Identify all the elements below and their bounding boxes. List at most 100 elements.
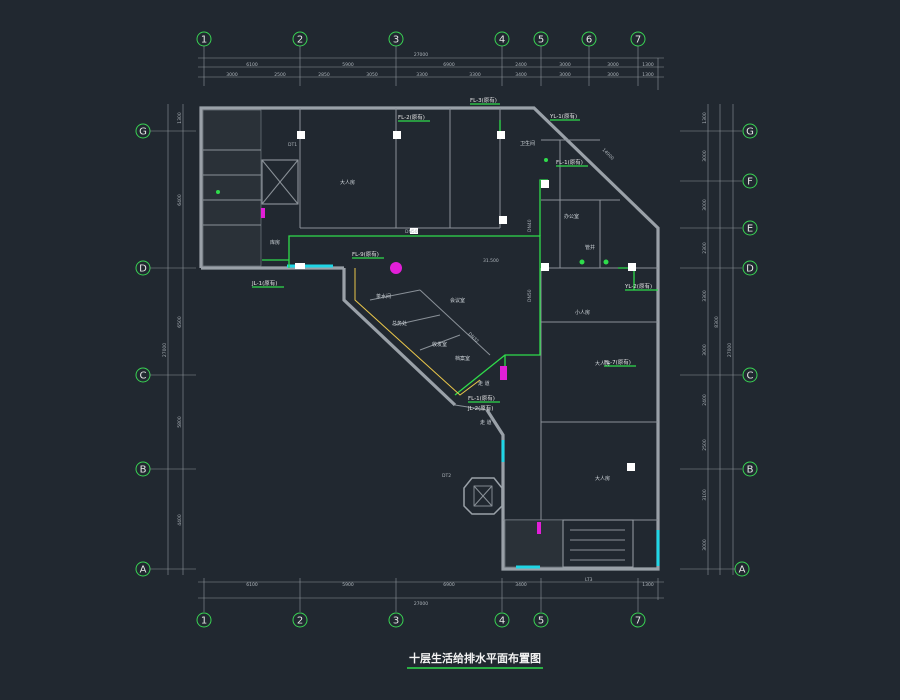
grid-label: 2 — [297, 35, 303, 46]
water-pipes — [262, 120, 635, 396]
room-label: 大人房 — [595, 475, 610, 482]
grid-bubble-bottom-5 — [533, 612, 549, 628]
fixtures — [216, 131, 636, 534]
dim-text: 3000 — [607, 72, 619, 78]
grid-label: B — [140, 465, 147, 476]
left-dimension-lines: 1300 6400 6500 5800 4400 27000 — [150, 104, 196, 575]
dim-text: 6100 — [246, 582, 258, 588]
dim-text: 6100 — [246, 62, 258, 68]
dim-text: 1300 — [702, 112, 708, 124]
dim-left-total: 27000 — [162, 343, 168, 357]
riser-fl — [297, 131, 305, 139]
stair-bottom — [562, 519, 634, 568]
label-jl1: JL-1(原有) — [251, 279, 277, 287]
fixture-magenta — [537, 522, 541, 534]
right-grid-bubbles: G F E D C B A — [734, 123, 758, 577]
bottom-grid-bubbles: 1 2 3 4 5 7 — [196, 612, 646, 628]
elevator-shaft — [261, 159, 299, 205]
grid-bubble-right-D — [742, 260, 758, 276]
label-fl3: FL-3(原有) — [470, 96, 497, 104]
dim-text: 1300 — [642, 62, 654, 68]
label-yl2: YL-2(原有) — [624, 282, 652, 290]
dim-text: 3000 — [559, 72, 571, 78]
top-dimension-lines: 27000 6100 5900 6900 2400 3000 3000 1300… — [198, 46, 664, 90]
room-label: 大人房 — [340, 179, 355, 186]
dim-text: 3000 — [702, 150, 708, 162]
valve — [499, 216, 507, 224]
grid-bubble-bottom-1 — [196, 612, 212, 628]
dim-text: 3000 — [702, 344, 708, 356]
grid-label: C — [140, 371, 147, 382]
label-dn: DN50 — [405, 229, 418, 235]
dim-text: 3000 — [559, 62, 571, 68]
riser-fl7 — [627, 463, 635, 471]
dim-top-total: 27000 — [414, 52, 428, 58]
dim-text: 5900 — [342, 62, 354, 68]
dim-text: 2400 — [702, 394, 708, 406]
grid-label: A — [739, 565, 746, 576]
grid-bubble-bottom-4 — [494, 612, 510, 628]
dim-text: 4400 — [177, 514, 183, 526]
fixture-green — [579, 259, 585, 265]
grid-label: 7 — [635, 35, 641, 46]
grid-bubble-right-G — [742, 123, 758, 139]
grid-label: 6 — [586, 35, 592, 46]
label-fl9: FL-9(原有) — [352, 250, 379, 258]
label-fl2: FL-2(原有) — [398, 113, 425, 121]
label-size: 14900 — [601, 147, 615, 161]
fixture-green — [216, 190, 220, 194]
riser-fl3 — [497, 131, 505, 139]
fixture-green — [544, 158, 548, 162]
room-label: 会议室 — [450, 297, 465, 304]
dim-text: 1300 — [177, 112, 183, 124]
room-label: 管井 — [585, 244, 595, 251]
label-fl7: FL-7(原有) — [604, 358, 631, 366]
elevator-dt2 — [463, 477, 503, 515]
valve — [295, 263, 305, 269]
label-jl2-diag: JL-2(原有) — [467, 404, 493, 412]
grid-label: C — [747, 371, 754, 382]
grid-label: 4 — [499, 616, 505, 627]
dim-text: 3400 — [515, 582, 527, 588]
riser-yl — [541, 263, 549, 271]
label-dt2: DT2 — [442, 473, 451, 479]
grid-label: 3 — [393, 35, 399, 46]
grid-bubble-bottom-2 — [292, 612, 308, 628]
grid-bubble-bottom-3 — [388, 612, 404, 628]
grid-label: G — [746, 127, 754, 138]
grid-label: F — [747, 177, 753, 188]
riser-yl2 — [628, 263, 636, 271]
room-label: 办公室 — [564, 213, 579, 220]
building-walls — [199, 106, 660, 571]
grid-label: 1 — [201, 35, 207, 46]
fixture-magenta — [390, 262, 402, 274]
label-dn: DN32 — [467, 331, 480, 344]
dim-text: 5900 — [342, 582, 354, 588]
top-grid-bubbles: 1 2 3 4 5 6 7 — [196, 31, 646, 47]
grid-label: 1 — [201, 616, 207, 627]
room-label: 库房 — [270, 239, 280, 246]
room-label: 小人房 — [575, 309, 590, 316]
stair-core-left — [202, 109, 262, 267]
label-dn: DN50 — [527, 289, 533, 302]
bottom-dimension-lines: 6100 5900 6900 3400 1300 27000 — [198, 578, 664, 612]
grid-bubble-right-E — [742, 220, 758, 236]
label-fl1: FL-1(原有) — [556, 158, 583, 166]
dim-text: 2300 — [702, 242, 708, 254]
dim-text: 6500 — [177, 316, 183, 328]
grid-bubble-right-B — [742, 461, 758, 477]
room-label: 卫生间 — [520, 140, 535, 147]
label-dn: DN40 — [527, 219, 533, 232]
dim-text: 6900 — [443, 582, 455, 588]
grid-label: D — [746, 264, 754, 275]
room-label: 档案室 — [455, 355, 470, 362]
dim-text: 2500 — [702, 439, 708, 451]
dim-text: 3300 — [702, 290, 708, 302]
dim-text: 2500 — [274, 72, 286, 78]
windows — [287, 264, 660, 569]
label-elevation: 31.500 — [483, 258, 499, 264]
grid-label: 3 — [393, 616, 399, 627]
grid-label: 5 — [538, 616, 544, 627]
label-lt3: LT3 — [585, 577, 593, 583]
dim-text: 3000 — [702, 539, 708, 551]
